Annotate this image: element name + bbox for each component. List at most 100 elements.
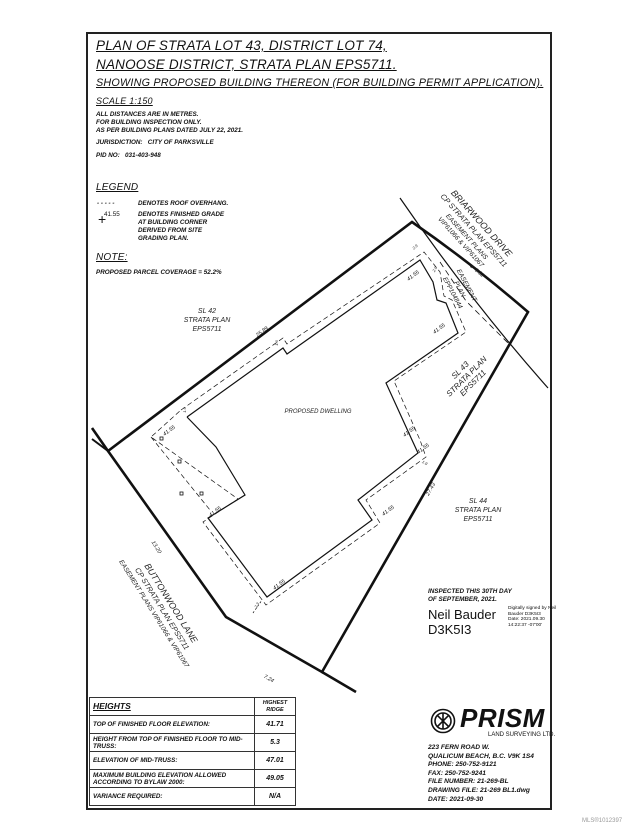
table-row: TOP OF FINISHED FLOOR ELEVATION:41.71 [89,715,296,734]
dwelling-label: PROPOSED DWELLING [284,409,351,415]
row-label: HEIGHT FROM TOP OF FINISHED FLOOR TO MID… [89,733,255,752]
post-marker [177,459,182,464]
post-marker [199,491,204,496]
note-line: FOR BUILDING INSPECTION ONLY. [96,119,202,126]
legend-line: AT BUILDING CORNER [138,219,208,226]
grade-label: 41.55 [162,424,177,438]
row-label: VARIANCE REQUIRED: [89,787,255,806]
company-subtitle: LAND SURVEYING LTD. [488,732,556,738]
table-row: MAXIMUM BUILDING ELEVATION ALLOWED ACCOR… [89,769,296,788]
row-label: MAXIMUM BUILDING ELEVATION ALLOWED ACCOR… [89,769,255,788]
address-line: 223 FERN ROAD W. [428,744,490,751]
sig-meta-line: Date: 2021.09.30 [508,617,545,623]
address-line: DATE: 2021-09-30 [428,795,484,803]
parcel-coverage: PROPOSED PARCEL COVERAGE = 52.2% [96,269,222,276]
sl44-label: EPS5711 [463,516,492,523]
plus-marker-icon: + [98,211,107,227]
signature: Neil Bauder D3K5I3 [428,607,496,637]
setback-label: 2.9 [411,243,420,252]
setback-label: 2.3 [253,601,261,610]
sl42-label: STRATA PLAN [184,317,231,324]
pid: PID NO: 031-403-948 [96,152,161,160]
sl42-label: EPS5711 [192,326,221,333]
briarwood-road-line [399,197,549,389]
legend-roof-text: DENOTES ROOF OVERHANG. [138,200,229,207]
grade-label: 41.55 [381,504,396,518]
jurisdiction-label: JURISDICTION: [96,139,143,146]
heights-column-header: HIGHEST RIDGE [254,697,296,716]
inspection-note: INSPECTED THIS 30TH DAY OF SEPTEMBER, 20… [428,588,512,604]
drawing-frame [86,32,552,810]
title-line-2: NANOOSE DISTRICT, STRATA PLAN EPS5711. [96,57,397,72]
note-line: ALL DISTANCES ARE IN METRES. [96,111,199,118]
row-value: N/A [254,787,296,806]
setback-label: 1.6 [274,339,279,345]
signature-id: D3K5I3 [428,622,472,637]
address-line: PHONE: 250-752-9121 [428,761,497,769]
note-line: AS PER BUILDING PLANS DATED JULY 22, 202… [96,127,243,134]
company-address: 223 FERN ROAD W. QUALICUM BEACH, B.C. V9… [428,744,534,804]
legend-grade-symbol: 41.55 [104,211,120,218]
row-label: ELEVATION OF MID-TRUSS: [89,751,255,770]
sig-meta-line: Bauder D3K5I3 [508,611,541,617]
prism-wheel-icon [430,708,456,734]
boundary-extension [91,438,109,452]
signature-name: Neil Bauder [428,607,496,622]
building-outline [186,259,459,598]
setback-label: 1.6 [182,406,187,412]
lot-boundary [90,220,530,674]
dimension-label: 27.43 [425,481,438,498]
table-row: ELEVATION OF MID-TRUSS:47.01 [89,751,296,770]
row-value: 5.3 [254,733,296,752]
setback-line [252,599,263,614]
company-name: PRISM [460,703,545,733]
roof-overhang [150,251,467,606]
post-marker [179,491,184,496]
legend-line: DENOTES FINISHED GRADE [138,211,225,218]
inspection-line: INSPECTED THIS 30TH DAY [428,588,512,595]
pid-value: 031-403-948 [125,152,161,159]
setback-label: 2.9 [431,265,439,274]
grade-label: 41.55 [208,505,223,519]
title-line-3: SHOWING PROPOSED BUILDING THEREON (FOR B… [96,77,544,89]
sl44-label: STRATA PLAN [455,507,502,514]
table-row: VARIANCE REQUIRED:N/A [89,787,296,806]
jurisdiction: JURISDICTION: CITY OF PARKSVILLE [96,139,214,147]
legend-heading: LEGEND [96,182,139,193]
row-value: 47.01 [254,751,296,770]
address-line: DRAWING FILE: 21-269 BL1.dwg [428,786,530,794]
legend-grade-text: DENOTES FINISHED GRADE AT BUILDING CORNE… [138,211,224,243]
grade-label: 41.55 [272,578,287,592]
dimension-label: 13.20 [150,540,163,556]
sl44-label: SL 44 [469,498,487,505]
scale: SCALE 1:150 [96,96,153,106]
roof-overhang [150,436,211,511]
row-value: 49.05 [254,769,296,788]
row-label: TOP OF FINISHED FLOOR ELEVATION: [89,715,255,734]
address-line: QUALICUM BEACH, B.C. V9K 1S4 [428,752,534,760]
table-row: HEIGHT FROM TOP OF FINISHED FLOOR TO MID… [89,733,296,752]
easement-line [439,261,511,346]
legend-line: DERIVED FROM SITE [138,227,203,234]
sl42-label: SL 42 [198,308,216,315]
sig-meta-line: Digitally signed by Neil [508,606,557,611]
grade-label: 41.55 [406,269,421,283]
inspection-line: OF SEPTEMBER, 2021. [428,596,497,603]
grade-label: 41.55 [416,442,431,456]
pid-label: PID NO: [96,152,120,159]
grade-label: 41.55 [402,425,417,439]
sig-meta-line: 14:22:37 -07'00' [508,622,543,628]
setback-label: 1.9 [421,459,429,466]
address-line: FILE NUMBER: 21-269-BL [428,778,509,786]
jurisdiction-value: CITY OF PARKSVILLE [147,139,214,146]
notes: ALL DISTANCES ARE IN METRES. FOR BUILDIN… [96,111,243,135]
row-value: 41.71 [254,715,296,734]
boundary-extension [321,670,357,694]
note-heading: NOTE: [96,252,128,263]
grade-label: 41.55 [432,322,447,336]
digital-signature-meta: Digitally signed by Neil Bauder D3K5I3 D… [508,606,556,628]
title-line-1: PLAN OF STRATA LOT 43, DISTRICT LOT 74, [96,38,387,53]
legend-line: GRADING PLAN. [138,235,189,242]
watermark: MLS®1012397 [582,818,623,824]
